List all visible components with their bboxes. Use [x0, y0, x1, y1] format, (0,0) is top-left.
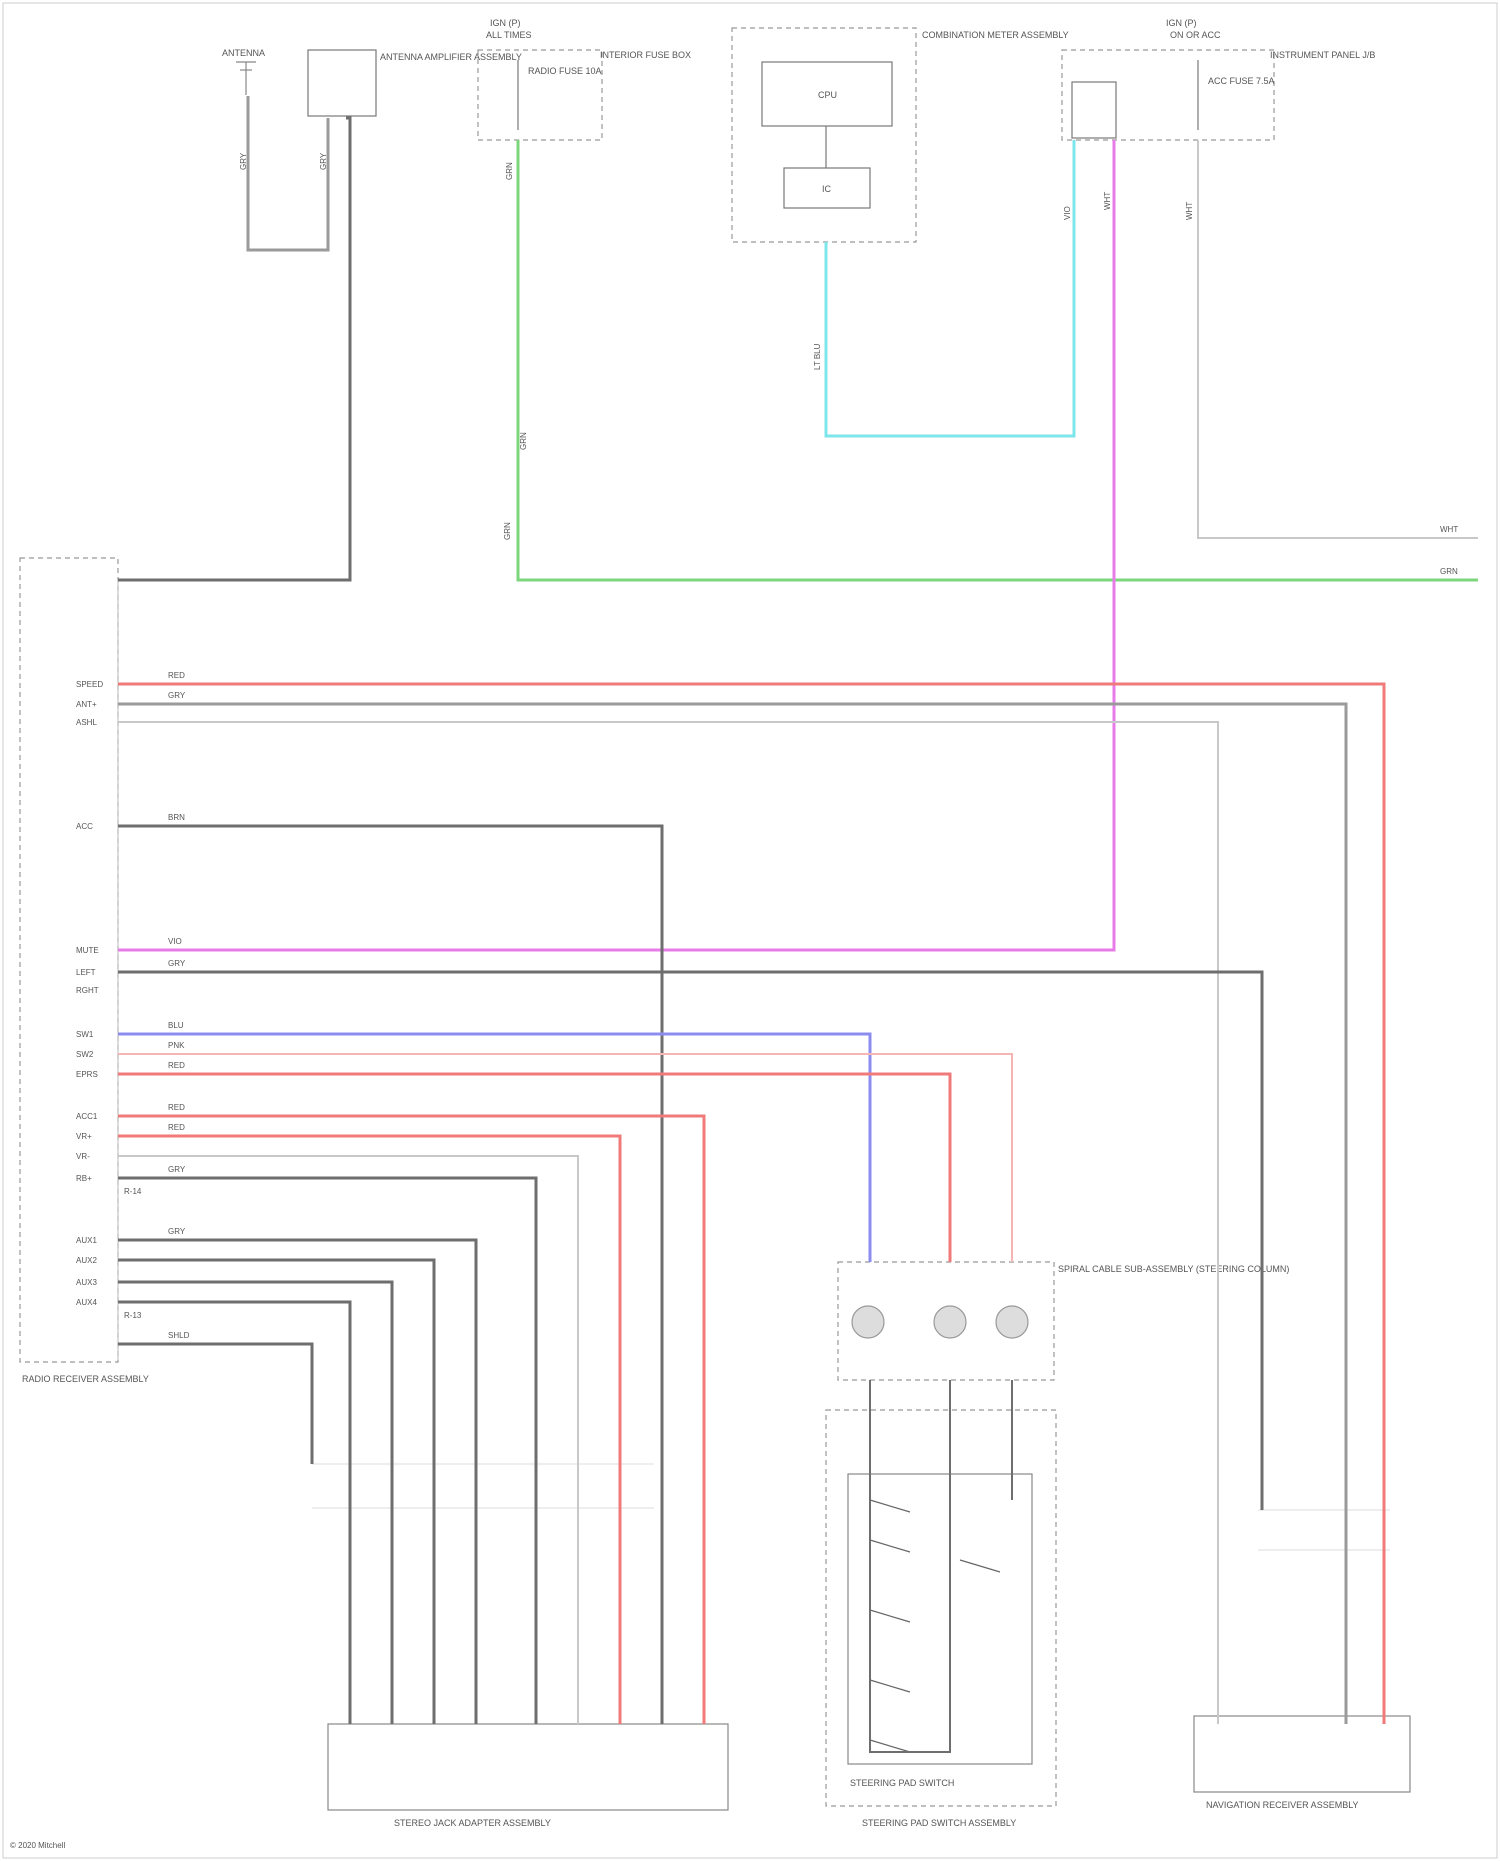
- radio-pin-ashl: ASHL: [76, 718, 97, 727]
- label-to-right2: GRN: [1440, 567, 1458, 576]
- radio-pin-acc1: ACC1: [76, 1112, 98, 1121]
- wire-acc-right: [1198, 140, 1478, 538]
- fuse-left-header: IGN (P): [490, 18, 521, 28]
- meter-ic-label: IC: [822, 184, 832, 194]
- radio-pin-vr: VR+: [76, 1132, 92, 1141]
- antenna-amplifier-component: ANTENNA AMPLIFIER ASSEMBLY: [308, 50, 522, 116]
- spiral-cable: SPIRAL CABLE SUB-ASSEMBLY (STEERING COLU…: [838, 1262, 1289, 1380]
- label-speed: RED: [168, 671, 185, 680]
- radio-pin-speed: SPEED: [76, 680, 103, 689]
- wire-aux2: [118, 1260, 434, 1724]
- label-red2: RED: [168, 1103, 185, 1112]
- wire-ashl-lightgray: [118, 722, 1218, 1724]
- navigation-label: NAVIGATION RECEIVER ASSEMBLY: [1206, 1800, 1359, 1810]
- wire-aux4: [118, 1302, 350, 1724]
- steering-switch-assembly-label: STEERING PAD SWITCH ASSEMBLY: [862, 1818, 1016, 1828]
- fuse-right-name: ACC FUSE 7.5A: [1208, 76, 1275, 86]
- radio-pin-sw1: SW1: [76, 1030, 94, 1039]
- radio-pin-ant: ANT+: [76, 700, 97, 709]
- wire-ant-gray: [118, 704, 1346, 1724]
- radio-pin-aux4: AUX4: [76, 1298, 97, 1307]
- label-red3: RED: [168, 1123, 185, 1132]
- wire-group: [118, 96, 1478, 1752]
- label-blu: BLU: [168, 1021, 184, 1030]
- label-ant-b: GRY: [319, 152, 328, 170]
- combination-meter: CPU IC COMBINATION METER ASSEMBLY: [732, 28, 1069, 242]
- wire-vr-red: [118, 1136, 620, 1724]
- wire-amp-to-radio: [118, 118, 350, 580]
- label-meter-out: LT BLU: [813, 343, 822, 370]
- wire-shield: [118, 1344, 312, 1464]
- watermark-text: © 2020 Mitchell: [10, 1841, 65, 1850]
- instrument-panel-jb: IGN (P) ON OR ACC ACC FUSE 7.5A INSTRUME…: [1062, 18, 1375, 140]
- label-aux-gray: GRY: [168, 1227, 186, 1236]
- label-red-r: RED: [168, 1061, 185, 1070]
- label-gray3: GRY: [168, 1165, 186, 1174]
- radio-pin-aux2: AUX2: [76, 1256, 97, 1265]
- label-acc-c: WHT: [1103, 192, 1112, 210]
- wire-acc1-red: [118, 1116, 704, 1724]
- meter-cpu-label: CPU: [818, 90, 837, 100]
- wire-sw1-blue: [118, 1034, 870, 1262]
- navigation-receiver: NAVIGATION RECEIVER ASSEMBLY: [1194, 1716, 1410, 1810]
- radio-pin-vrm: VR-: [76, 1152, 90, 1161]
- spiral-cable-label: SPIRAL CABLE SUB-ASSEMBLY (STEERING COLU…: [1058, 1264, 1289, 1274]
- label-pink: PNK: [168, 1041, 185, 1050]
- fuse-left-sub: ALL TIMES: [486, 30, 532, 40]
- stereo-jack-label: STEREO JACK ADAPTER ASSEMBLY: [394, 1818, 551, 1828]
- label-acc-b: VIO: [1063, 206, 1072, 220]
- fuse-left-name: RADIO FUSE 10A: [528, 66, 602, 76]
- steering-switch-label: STEERING PAD SWITCH: [850, 1778, 954, 1788]
- page-border: [3, 3, 1497, 1858]
- stereo-jack-adapter: STEREO JACK ADAPTER ASSEMBLY: [328, 1724, 728, 1828]
- radio-pin-rb: RB+: [76, 1174, 92, 1183]
- wire-acc-darkgray: [118, 826, 662, 1724]
- label-fuse-out: GRN: [505, 162, 514, 180]
- wire-speed-red: [118, 684, 1384, 1724]
- wire-antenna: [248, 96, 328, 250]
- label-green-low: GRN: [503, 522, 512, 540]
- wire-aux1: [118, 1240, 476, 1724]
- wire-acc-magenta: [118, 140, 1114, 950]
- radio-pin-left: LEFT: [76, 968, 96, 977]
- label-ant: GRY: [168, 691, 186, 700]
- fuse-right-header: IGN (P): [1166, 18, 1197, 28]
- label-shield: SHLD: [168, 1331, 190, 1340]
- label-mute: BRN: [168, 813, 185, 822]
- wire-sw2-pink: [118, 1054, 1012, 1262]
- fuse-right-sub: ON OR ACC: [1170, 30, 1221, 40]
- radio-pin-acc: ACC: [76, 822, 93, 831]
- fuse-right-desc: INSTRUMENT PANEL J/B: [1270, 50, 1375, 60]
- ghost-lines: [312, 1464, 1390, 1550]
- radio-pin-mute: MUTE: [76, 946, 99, 955]
- radio-receiver-label: RADIO RECEIVER ASSEMBLY: [22, 1374, 149, 1384]
- steering-pad-switch: STEERING PAD SWITCH STEERING PAD SWITCH …: [826, 1410, 1056, 1828]
- label-right-wht: WHT: [1185, 202, 1194, 220]
- wire-switch-ladder: [870, 1500, 950, 1752]
- radio-pin-eprs: EPRS: [76, 1070, 98, 1079]
- label-green-mid: GRN: [519, 432, 528, 450]
- antenna-component: ANTENNA: [222, 48, 265, 95]
- wire-label-group: GRY GRY GRN GRN GRN LT BLU VIO WHT WHT WHT GRN RED G…: [168, 152, 1458, 1340]
- connector-r13-label: R-13: [124, 1311, 142, 1320]
- wire-fuse-green: [518, 140, 1478, 580]
- wire-eprs-red: [118, 1074, 950, 1262]
- radio-pin-aux1: AUX1: [76, 1236, 97, 1245]
- interior-fuse-box: IGN (P) ALL TIMES RADIO FUSE 10A INTERIO…: [478, 18, 691, 140]
- radio-pin-sw2: SW2: [76, 1050, 94, 1059]
- radio-pin-rght: RGHT: [76, 986, 99, 995]
- antenna-label: ANTENNA: [222, 48, 265, 58]
- label-vio: VIO: [168, 937, 182, 946]
- combination-meter-label: COMBINATION METER ASSEMBLY: [922, 30, 1069, 40]
- connector-r14-label: R-14: [124, 1187, 142, 1196]
- label-to-right1: WHT: [1440, 525, 1458, 534]
- radio-pin-aux3: AUX3: [76, 1278, 97, 1287]
- antenna-amp-label: ANTENNA AMPLIFIER ASSEMBLY: [380, 52, 522, 62]
- label-gray-r: GRY: [168, 959, 186, 968]
- label-ant-a: GRY: [239, 152, 248, 170]
- fuse-left-desc: INTERIOR FUSE BOX: [600, 50, 691, 60]
